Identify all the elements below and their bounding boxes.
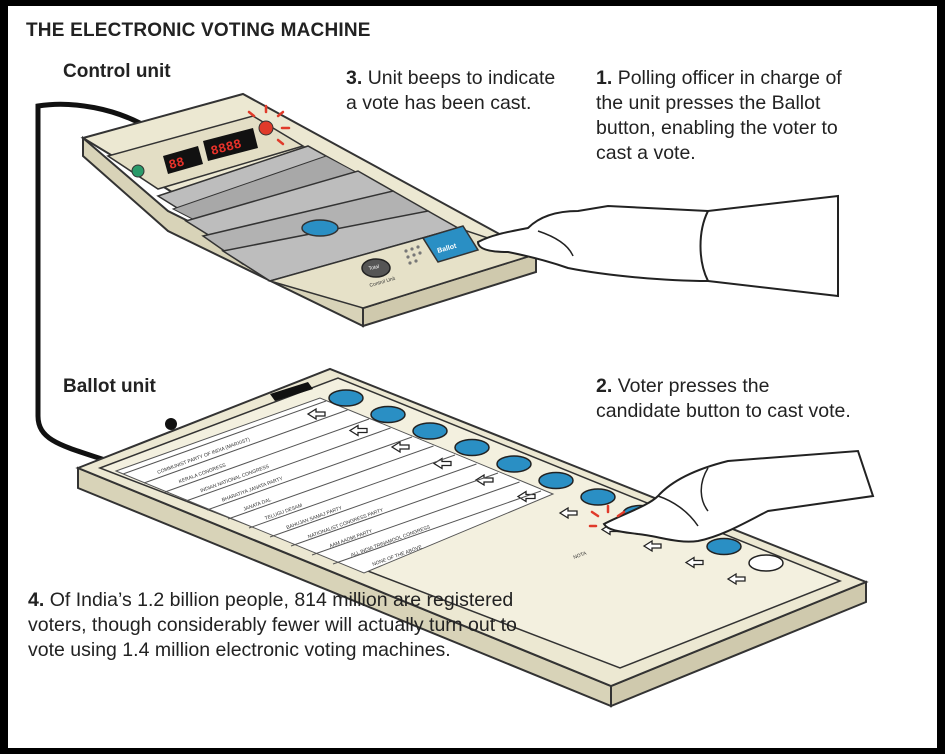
candidate-row-divider (290, 472, 499, 547)
step-4-text: Of India’s 1.2 billion people, 814 milli… (28, 589, 517, 661)
ballot-unit-label: Ballot unit (63, 376, 156, 397)
candidate-row-divider (227, 445, 434, 520)
step-4-number: 4. (28, 589, 45, 611)
candidate-button[interactable] (328, 389, 364, 407)
infographic-title: THE ELECTRONIC VOTING MACHINE (26, 20, 371, 41)
candidate-row-divider (311, 481, 520, 556)
vote-beep-icon (588, 504, 626, 528)
speaker-grill-icon (404, 245, 422, 265)
ballot-unit-device: COMMUNIST PARTY OF INDIA (MARXIST)KERALA… (75, 367, 869, 708)
candidate-button[interactable] (412, 422, 448, 440)
control-unit-label: Control unit (63, 61, 171, 82)
candidate-button[interactable] (580, 488, 616, 506)
candidate-arrow-icon (474, 473, 494, 487)
power-light (131, 164, 145, 178)
step-2-text: Voter presses the candidate button to ca… (596, 375, 851, 422)
candidate-button[interactable] (454, 438, 490, 457)
candidate-row-divider (248, 454, 456, 529)
candidate-button[interactable] (748, 554, 784, 572)
candidate-arrow-icon (306, 407, 326, 421)
ballot-button[interactable] (421, 225, 480, 263)
candidate-row-divider (185, 427, 391, 502)
cu-slat-button[interactable] (301, 219, 339, 237)
candidate-button[interactable] (706, 537, 742, 556)
control-unit-device (80, 92, 539, 328)
step-2-caption: 2. Voter presses the candidate button to… (596, 374, 856, 424)
step-1-caption: 1. Polling officer in charge of the unit… (596, 66, 856, 166)
display-left-digits: 88 (167, 154, 186, 173)
candidate-row-divider (164, 418, 370, 493)
step-4-caption: 4. Of India’s 1.2 billion people, 814 mi… (28, 588, 528, 663)
evm-illustration: COMMUNIST PARTY OF INDIA (MARXIST)KERALA… (35, 92, 875, 708)
beep-indicator (247, 104, 291, 146)
candidate-button[interactable] (496, 455, 532, 473)
vote-count-display-left (163, 146, 203, 174)
connecting-cable (35, 101, 160, 464)
candidate-arrow-icon (642, 539, 662, 553)
candidate-row-divider (206, 436, 413, 511)
step-1-text: Polling officer in charge of the unit pr… (596, 67, 842, 164)
candidate-row-divider (143, 409, 348, 484)
candidate-row-divider (332, 490, 542, 565)
step-3-text: Unit beeps to indicate a vote has been c… (346, 67, 556, 114)
candidate-button[interactable] (538, 471, 574, 490)
candidate-arrow-icon (348, 424, 368, 437)
total-button[interactable] (361, 258, 391, 278)
officer-hand-icon (476, 194, 839, 298)
voter-hand-icon (602, 449, 875, 543)
step-2-number: 2. (596, 375, 613, 397)
nota-badge: NOTA (573, 550, 588, 560)
infographic: COMMUNIST PARTY OF INDIA (MARXIST)KERALA… (8, 6, 937, 748)
candidate-arrow-icon (390, 440, 410, 454)
candidate-row-divider (269, 463, 477, 538)
step-3-caption: 3. Unit beeps to indicate a vote has bee… (346, 66, 556, 116)
candidate-arrow-icon (726, 572, 746, 586)
step-1-number: 1. (596, 67, 613, 89)
candidate-row-divider (122, 400, 327, 475)
candidate-button[interactable] (370, 405, 406, 424)
step-3-number: 3. (346, 67, 363, 89)
total-button-label: Total (368, 264, 380, 272)
candidate-arrow-icon (558, 506, 578, 520)
candidate-arrow-icon (684, 556, 704, 569)
vote-count-display-right (203, 128, 258, 161)
